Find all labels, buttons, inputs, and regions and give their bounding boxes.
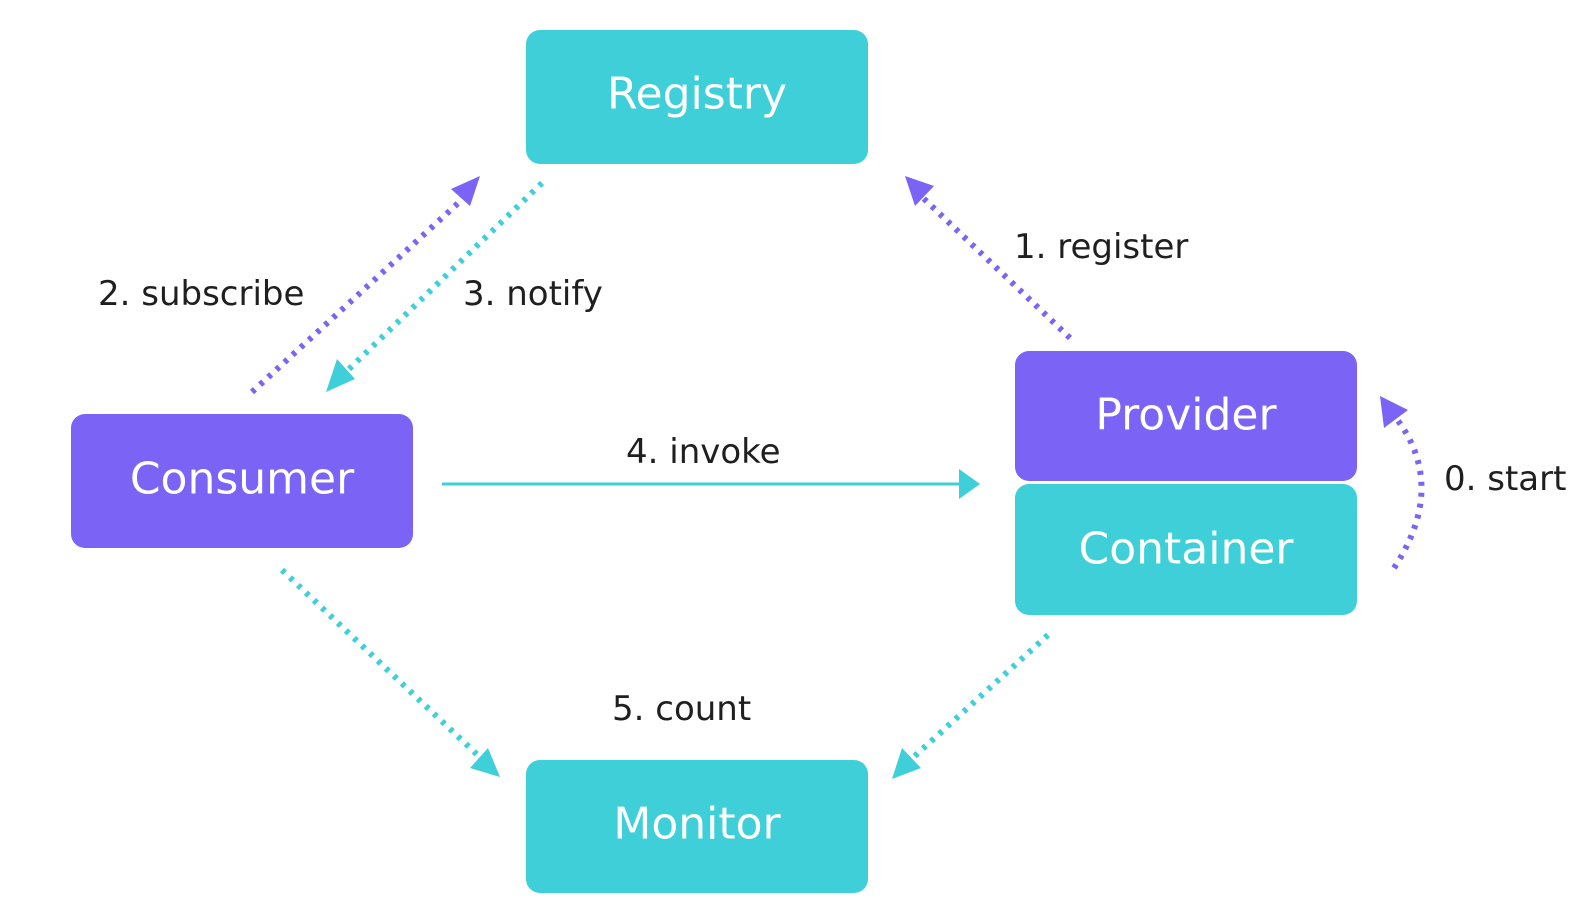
start-label: 0. start [1444, 459, 1566, 499]
count-consumer-arrowhead-icon [470, 748, 500, 777]
subscribe-label: 2. subscribe [98, 274, 304, 314]
edge-count-consumer [279, 567, 500, 777]
start-curve [1391, 416, 1425, 570]
count-provider-arrowhead-icon [892, 748, 921, 779]
monitor-box [526, 760, 868, 893]
subscribe-arrowhead-icon [451, 176, 480, 206]
register-line [917, 192, 1073, 341]
count-consumer-line [279, 567, 489, 766]
register-arrowhead-icon [905, 176, 934, 206]
provider-box [1015, 351, 1357, 481]
registry-label: Registry [607, 69, 787, 120]
container-label: Container [1078, 524, 1294, 575]
monitor-label: Monitor [613, 799, 781, 850]
container-node: Container [1015, 484, 1357, 615]
invoke-arrowhead-icon [959, 469, 980, 499]
count-provider-line [903, 632, 1051, 767]
edge-subscribe: 2. subscribe [98, 176, 480, 395]
provider-node: Provider [1015, 351, 1357, 481]
start-arrowhead-icon [1380, 396, 1408, 428]
invoke-label: 4. invoke [626, 432, 781, 472]
register-label: 1. register [1014, 227, 1188, 267]
consumer-label: Consumer [130, 454, 355, 505]
container-box [1015, 484, 1357, 615]
notify-label: 3. notify [463, 274, 603, 314]
edge-register: 1. register [905, 176, 1188, 341]
consumer-node: Consumer [71, 414, 413, 548]
edge-invoke: 4. invoke [442, 432, 980, 499]
registry-box [526, 30, 868, 164]
count-label: 5. count [612, 689, 751, 729]
monitor-node: Monitor [526, 760, 868, 893]
consumer-box [71, 414, 413, 548]
provider-label: Provider [1095, 390, 1277, 441]
edge-start: 0. start [1380, 396, 1566, 570]
notify-arrowhead-icon [326, 359, 355, 392]
notify-line [343, 180, 545, 375]
subscribe-line [249, 192, 470, 395]
registry-node: Registry [526, 30, 868, 164]
edge-count-provider [892, 632, 1051, 779]
edge-notify: 3. notify [326, 180, 603, 392]
